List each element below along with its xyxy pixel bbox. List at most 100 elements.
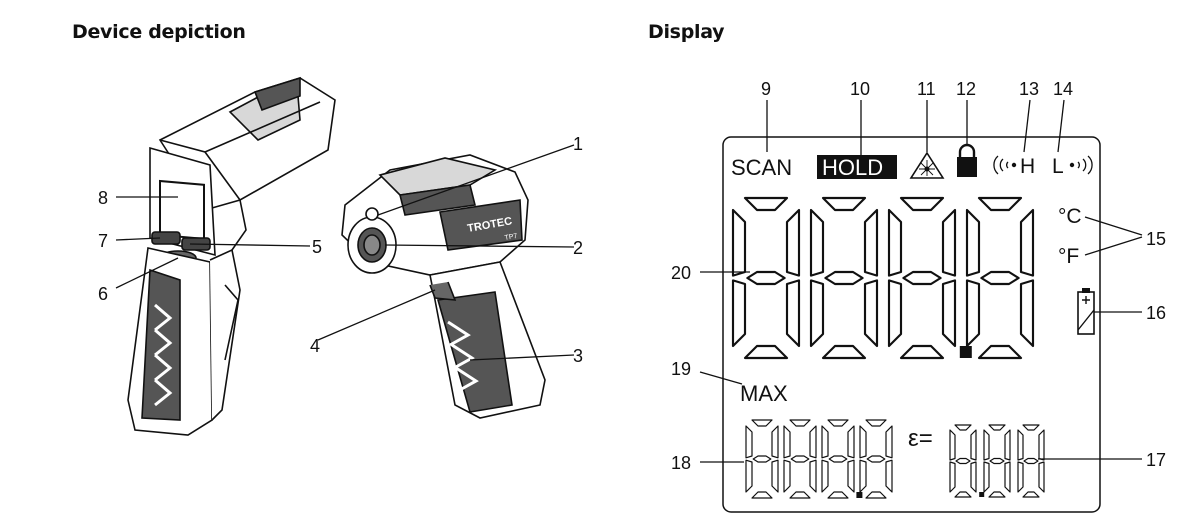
heading-device-depiction: Device depiction — [72, 21, 246, 43]
callout-13: 13 — [1019, 79, 1039, 99]
digit-segment-e — [949, 461, 956, 493]
callout-2: 2 — [573, 238, 583, 258]
digit-segment-a — [988, 424, 1006, 431]
digit-segment-e — [1017, 461, 1024, 493]
callout-8: 8 — [98, 188, 108, 208]
digit-segment-f — [983, 429, 990, 461]
digit-segment-e — [745, 459, 753, 493]
digit-segment-b — [771, 425, 779, 459]
digit-segment-b — [1004, 429, 1011, 461]
digit-segment-d — [988, 491, 1006, 498]
digit-segment-a — [977, 196, 1023, 212]
digit-segment-b — [863, 208, 879, 277]
scan-indicator: SCAN — [731, 155, 792, 180]
digit-segment-d — [751, 491, 773, 499]
digit-segment-b — [941, 208, 957, 277]
callout-18: 18 — [671, 453, 691, 473]
digit-segment-e — [983, 461, 990, 493]
unit-fahrenheit: °F — [1058, 245, 1079, 268]
digit-segment-b — [1019, 208, 1035, 277]
laser-warning-icon — [909, 151, 945, 179]
digit-segment-d — [954, 491, 972, 498]
device-side-view — [341, 154, 546, 419]
digit-segment-e — [809, 279, 825, 348]
digit-segment-a — [743, 196, 789, 212]
beep-high-label: H — [1020, 155, 1035, 178]
callout-19: 19 — [671, 359, 691, 379]
beep-high-icon — [993, 155, 1017, 175]
callout-14: 14 — [1053, 79, 1073, 99]
digit-segment-g — [752, 455, 772, 463]
heading-display: Display — [648, 21, 725, 43]
beep-low-label: L — [1052, 155, 1064, 178]
digit-segment-g — [746, 270, 786, 286]
digit-segment-e — [859, 459, 867, 493]
digit-segment-c — [885, 459, 893, 493]
digit-segment-c — [1019, 279, 1035, 348]
digit-segment-e — [887, 279, 903, 348]
digit-segment-a — [827, 419, 849, 427]
digit-segment-d — [821, 344, 867, 360]
digit-segment-d — [743, 344, 789, 360]
battery-icon — [1077, 288, 1095, 335]
device-leader-lines — [115, 144, 575, 361]
decimal-point — [856, 492, 863, 498]
main-temperature-digits — [731, 196, 1035, 360]
beep-low-icon — [1069, 155, 1093, 175]
digit-segment-a — [899, 196, 945, 212]
unit-celsius: °C — [1058, 205, 1082, 228]
digit-segment-a — [789, 419, 811, 427]
digit-segment-d — [899, 344, 945, 360]
digit-segment-c — [771, 459, 779, 493]
digit-segment-g — [980, 270, 1020, 286]
digit-segment-f — [859, 425, 867, 459]
display-leader-lines — [699, 99, 1143, 463]
digit-segment-d — [827, 491, 849, 499]
device-back-view — [127, 76, 336, 436]
digit-segment-d — [1022, 491, 1040, 498]
digit-segment-c — [970, 461, 977, 493]
callout-10: 10 — [850, 79, 870, 99]
digit-segment-f — [731, 208, 747, 277]
callout-17: 17 — [1146, 450, 1166, 470]
digit-segment-b — [1038, 429, 1045, 461]
emissivity-digits — [949, 424, 1045, 498]
digit-segment-c — [1004, 461, 1011, 493]
digit-segment-b — [847, 425, 855, 459]
callout-20: 20 — [671, 263, 691, 283]
callout-1: 1 — [573, 134, 583, 154]
hold-indicator: HOLD — [822, 155, 883, 180]
digit-segment-c — [941, 279, 957, 348]
digit-segment-g — [1023, 457, 1039, 465]
digit-segment-a — [821, 196, 867, 212]
callout-3: 3 — [573, 346, 583, 366]
digit-segment-e — [821, 459, 829, 493]
decimal-point — [979, 492, 985, 497]
decimal-point — [959, 346, 972, 358]
callout-12: 12 — [956, 79, 976, 99]
digit-segment-a — [865, 419, 887, 427]
callout-7: 7 — [98, 231, 108, 251]
callout-15: 15 — [1146, 229, 1166, 249]
device-model-label: TP7 — [504, 233, 518, 242]
digit-segment-d — [977, 344, 1023, 360]
callout-9: 9 — [761, 79, 771, 99]
max-indicator: MAX — [740, 381, 788, 406]
digit-segment-d — [789, 491, 811, 499]
digit-segment-g — [790, 455, 810, 463]
callout-6: 6 — [98, 284, 108, 304]
digit-segment-g — [955, 457, 971, 465]
digit-segment-e — [731, 279, 747, 348]
digit-segment-e — [783, 459, 791, 493]
digit-segment-f — [809, 208, 825, 277]
digit-segment-a — [751, 419, 773, 427]
callout-5: 5 — [312, 237, 322, 257]
callout-11: 11 — [917, 79, 936, 99]
digit-segment-g — [989, 457, 1005, 465]
digit-segment-c — [1038, 461, 1045, 493]
lock-icon — [957, 143, 977, 177]
digit-segment-f — [965, 208, 981, 277]
secondary-temperature-digits — [745, 419, 893, 499]
callout-4: 4 — [310, 336, 320, 356]
digit-segment-a — [1022, 424, 1040, 431]
